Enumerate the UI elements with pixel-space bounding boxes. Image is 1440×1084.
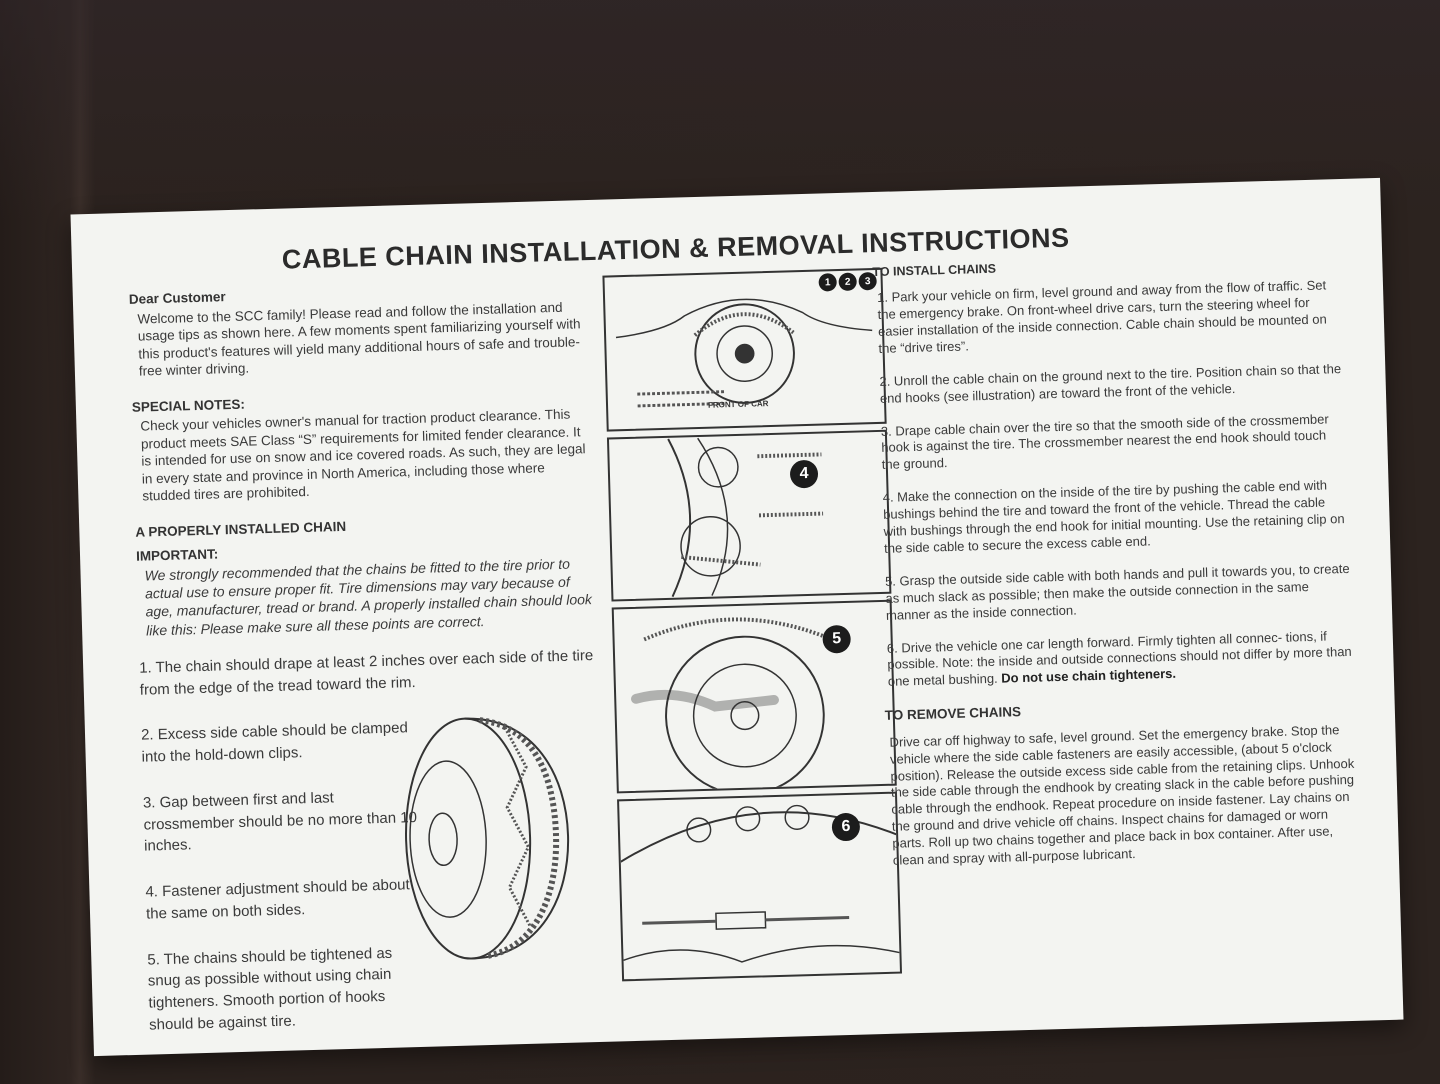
panel-step-5: 5 [611, 599, 897, 794]
step-6-warning: Do not use chain tighteners. [1001, 666, 1177, 686]
instruction-sheet: CABLE CHAIN INSTALLATION & REMOVAL INSTR… [70, 177, 1404, 1057]
remove-heading: TO REMOVE CHAINS [884, 704, 1022, 724]
step-badges-1-3: 1 2 3 [818, 271, 877, 292]
chained-tire-illustration [405, 717, 570, 960]
important-text: We strongly recommended that the chains … [144, 555, 593, 639]
panel-steps-1-3: 1 2 3 FRONT OF CAR [602, 267, 887, 432]
badge-1: 1 [818, 273, 837, 292]
check-item: 5. The chains should be tightened as snu… [147, 944, 393, 1034]
front-of-car-label: FRONT OF CAR [707, 399, 769, 410]
install-step: 1. Park your vehicle on firm, level grou… [876, 277, 1327, 356]
install-step-6: 6. Drive the vehicle one car length forw… [887, 627, 1354, 691]
check-item: 2. Excess side cable should be clamped i… [140, 719, 409, 766]
install-step: 2. Unroll the cable chain on the ground … [879, 360, 1342, 406]
greeting-text: Welcome to the SCC family! Please read a… [137, 299, 581, 379]
right-column: TO INSTALL CHAINS 1. Park your vehicle o… [872, 251, 1359, 886]
check-item: 4. Fastener adjustment should be about t… [145, 876, 410, 923]
special-notes-text: Check your vehicles owner's manual for t… [140, 406, 586, 505]
illustration-panels: 1 2 3 FRONT OF CAR 4 [602, 267, 903, 988]
badge-2: 2 [838, 272, 857, 292]
panel-step-4: 4 [606, 429, 892, 602]
check-item: 3. Gap between first and last crossmembe… [142, 789, 418, 855]
check-item: 1. The chain should drape at least 2 inc… [138, 646, 594, 699]
remove-text: Drive car off highway to safe, level gro… [889, 721, 1355, 868]
install-step: 4. Make the connection on the inside of … [882, 477, 1345, 556]
install-step: 5. Grasp the outside side cable with bot… [884, 560, 1350, 623]
install-step: 3. Drape cable chain over the tire so th… [880, 410, 1329, 473]
panel-step-6: 6 [617, 791, 903, 982]
